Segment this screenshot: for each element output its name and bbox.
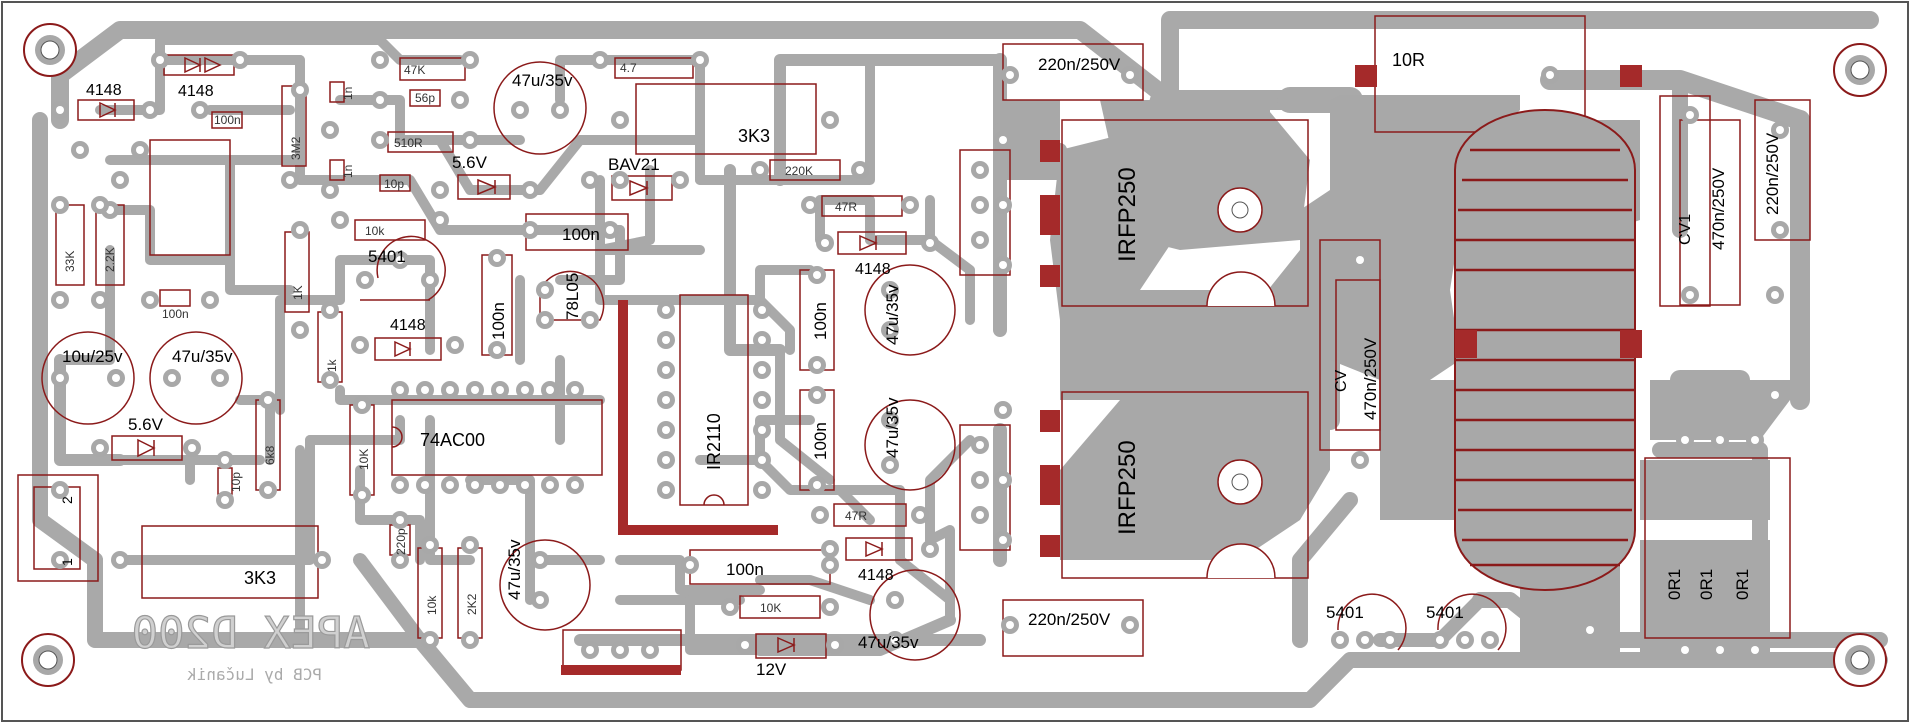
label-5401-a: 5401 [368, 247, 406, 266]
label-conn-pin2: 2 [59, 496, 75, 504]
label-2k2: 2K2 [465, 593, 479, 615]
label-10k-b: 10K [357, 449, 371, 470]
label-4148-a: 4148 [86, 82, 122, 99]
label-47u-d: 47u/35v [883, 397, 902, 458]
label-47k: 47K [404, 63, 425, 77]
label-47r-b: 47R [845, 509, 867, 523]
label-5-6v-b: 5.6V [128, 415, 164, 434]
label-47u-a: 47u/35v [512, 71, 573, 90]
label-cv1: CV1 [1677, 214, 1694, 245]
component-labels: 4148 4148 100n 47K 56p 47u/35v 4.7 220n/… [59, 50, 1782, 679]
label-10p-b: 10p [229, 472, 243, 492]
label-78l05: 78L05 [563, 273, 582, 320]
label-irfp250-b: IRFP250 [1114, 440, 1141, 535]
label-100n-c: 100n [162, 307, 189, 321]
label-irfp250-a: IRFP250 [1114, 167, 1141, 262]
board-title: APEX D200 PCB by Lučanik [131, 607, 371, 684]
label-12v: 12V [756, 660, 787, 679]
label-0r1-a: 0R1 [1665, 569, 1684, 600]
label-74ac00: 74AC00 [420, 430, 485, 450]
toroid-coil [1454, 109, 1636, 591]
label-100n-a: 100n [214, 113, 241, 127]
diode-symbols [99, 56, 884, 654]
label-47u-e: 47u/35v [505, 539, 524, 600]
label-33k: 33K [63, 251, 77, 272]
label-220k: 220K [785, 164, 813, 178]
red-pads [561, 65, 1642, 675]
board-title-sub: PCB by Lučanik [187, 665, 322, 684]
label-3k3-a: 3K3 [738, 126, 770, 146]
label-100n-g: 100n [726, 560, 764, 579]
label-47u-b: 47u/35v [172, 347, 233, 366]
label-4148-e: 4148 [858, 567, 894, 584]
label-470n-b: 470n/250V [1361, 337, 1380, 420]
label-10u: 10u/25v [62, 347, 123, 366]
label-47u-c: 47u/35v [883, 284, 902, 345]
label-4148-d: 4148 [855, 261, 891, 278]
label-56p: 56p [415, 91, 435, 105]
label-5401-c: 5401 [1426, 603, 1464, 622]
label-ir2110: IR2110 [704, 413, 724, 470]
label-4-7: 4.7 [620, 61, 637, 75]
label-conn-pin1: 1 [59, 558, 75, 566]
label-220n-c: 220n/250V [1763, 132, 1782, 215]
label-10r: 10R [1392, 50, 1425, 70]
label-1k-a: 1K [291, 285, 305, 300]
label-1n-b: 1n [341, 165, 355, 178]
label-5-6v-a: 5.6V [452, 153, 488, 172]
label-220p: 220p [394, 528, 408, 555]
label-2-2k: 2.2K [103, 247, 117, 272]
label-220n-b: 220n/250V [1028, 610, 1111, 629]
label-10k-c: 10k [425, 595, 439, 615]
label-470n-a: 470n/250V [1709, 167, 1728, 250]
label-220n-a: 220n/250V [1038, 55, 1121, 74]
label-1n-a: 1n [341, 87, 355, 100]
label-0r1-c: 0R1 [1733, 569, 1752, 600]
label-47r-a: 47R [835, 200, 857, 214]
label-1k-b: 1k [325, 358, 339, 372]
board-title-main: APEX D200 [132, 608, 370, 659]
label-4148-b: 4148 [178, 83, 214, 100]
label-3k3-b: 3K3 [244, 568, 276, 588]
label-4148-c: 4148 [390, 317, 426, 334]
label-100n-b: 100n [562, 225, 600, 244]
label-510r: 510R [394, 136, 423, 150]
label-100n-f: 100n [811, 422, 830, 460]
label-10k-d: 10K [760, 601, 781, 615]
label-100n-d: 100n [489, 302, 508, 340]
label-bav21: BAV21 [608, 155, 660, 174]
label-6k8: 6k8 [263, 445, 277, 465]
label-10k-a: 10k [365, 224, 385, 238]
label-47u-f: 47u/35v [858, 633, 919, 652]
label-cv: CV [1333, 369, 1350, 392]
label-10p-a: 10p [384, 177, 404, 191]
mosfet-holes [1206, 187, 1276, 579]
label-100n-e: 100n [811, 302, 830, 340]
label-0r1-b: 0R1 [1697, 569, 1716, 600]
label-5401-b: 5401 [1326, 603, 1364, 622]
label-3m2: 3M2 [289, 136, 303, 160]
